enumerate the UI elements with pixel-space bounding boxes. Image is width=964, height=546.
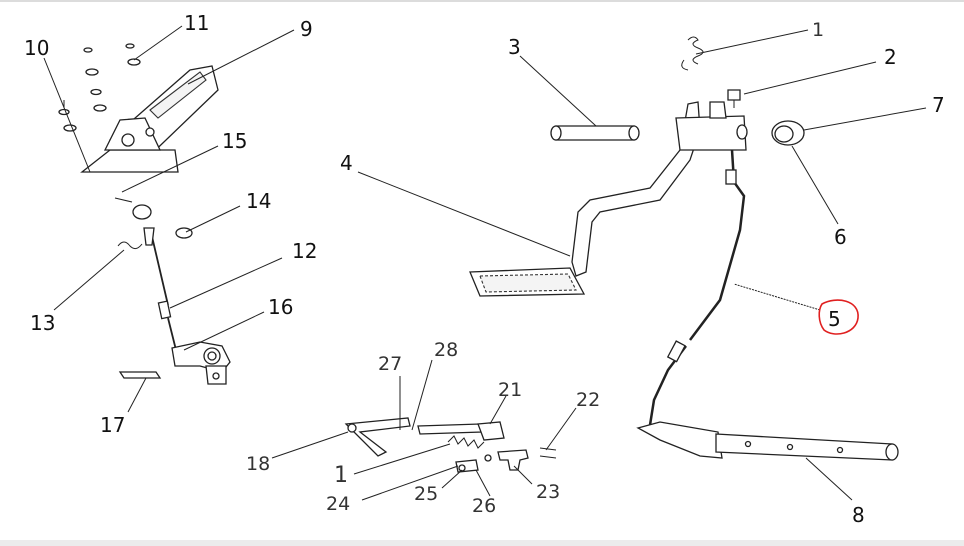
part-3-pedal-shaft [550, 125, 640, 141]
callout-22: 22 [576, 389, 600, 411]
callout-27: 27 [378, 353, 402, 375]
callout-2: 2 [884, 45, 897, 69]
callout-8: 8 [852, 503, 865, 527]
highlight-circle [818, 299, 859, 335]
part-23-fork [497, 449, 529, 471]
bottom-border [0, 540, 964, 546]
part-13-clip [117, 241, 143, 250]
callout-26: 26 [472, 495, 496, 517]
part-6-7-bushing [771, 120, 805, 146]
callout-15: 15 [222, 129, 247, 153]
callout-23: 23 [536, 481, 560, 503]
callout-1-bottom: 1 [334, 463, 348, 488]
callout-12: 12 [292, 239, 317, 263]
part-9-lever-housing [80, 65, 219, 173]
part-21-bracket [477, 421, 505, 441]
callout-10: 10 [24, 36, 49, 60]
callout-5: 5 [828, 307, 841, 331]
callout-1-top: 1 [812, 19, 824, 41]
callout-25: 25 [414, 483, 438, 505]
callout-3: 3 [508, 35, 521, 59]
part-22-bolts [539, 447, 557, 459]
part-5-brake-rod [648, 149, 746, 426]
part-4-brake-pedal [469, 101, 748, 297]
callout-24: 24 [326, 493, 350, 515]
callout-17: 17 [100, 413, 125, 437]
part-25-26-clevis [455, 454, 492, 473]
top-border [0, 0, 964, 2]
leader-lines-bottom [271, 395, 577, 501]
part-12-cable [143, 227, 177, 351]
callout-4: 4 [340, 151, 353, 175]
part-8-cross-shaft [636, 421, 899, 461]
part-spring-coil [447, 435, 485, 449]
leader-lines-left [43, 25, 295, 413]
callout-9: 9 [300, 17, 313, 41]
callout-18: 18 [246, 453, 270, 475]
callout-6: 6 [834, 225, 847, 249]
callout-13: 13 [30, 311, 55, 335]
part-18-link-plate [344, 417, 411, 457]
callout-21: 21 [498, 379, 522, 401]
callout-7: 7 [932, 93, 945, 117]
part-16-bracket [171, 341, 231, 385]
callout-11: 11 [184, 11, 209, 35]
part-11-washers [83, 43, 141, 112]
part-1-spring [681, 36, 704, 71]
callout-labels: 10 11 9 15 14 12 13 16 17 3 4 1 2 7 6 5 … [24, 11, 945, 527]
part-2-bolt [727, 89, 741, 108]
part-27-28-pins [399, 359, 483, 435]
callout-28: 28 [434, 339, 458, 361]
callout-16: 16 [268, 295, 293, 319]
callout-14: 14 [246, 189, 271, 213]
part-17-pin [118, 371, 162, 379]
leader-lines-right [357, 29, 927, 501]
